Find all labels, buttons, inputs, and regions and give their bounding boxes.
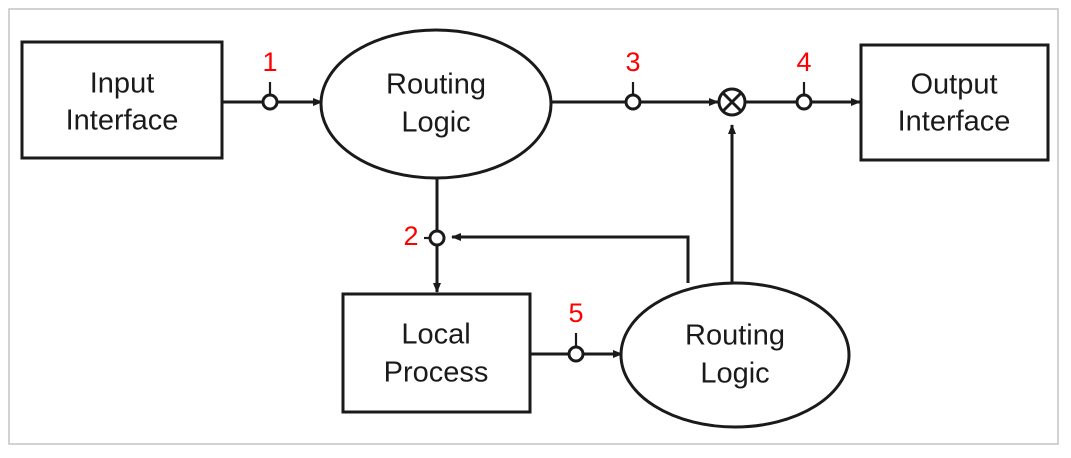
multiply-junction-icon[interactable] xyxy=(717,87,747,117)
node-local-process[interactable]: Local Process xyxy=(341,292,532,414)
routing-logic-top-label-line2: Logic xyxy=(401,107,470,139)
marker-3[interactable]: 3 xyxy=(624,47,642,111)
marker-4-dot xyxy=(795,93,813,111)
routing-logic-top-ellipse xyxy=(319,28,553,180)
input-interface-label-line2: Interface xyxy=(66,105,179,137)
marker-2-dot xyxy=(428,229,446,247)
marker-2-label: 2 xyxy=(403,221,418,251)
input-interface-label-line1: Input xyxy=(90,68,155,100)
node-routing-logic-bottom[interactable]: Routing Logic xyxy=(619,281,851,429)
routing-logic-bottom-label-line1: Routing xyxy=(685,320,785,352)
marker-1[interactable]: 1 xyxy=(261,47,279,111)
marker-4[interactable]: 4 xyxy=(795,47,813,111)
local-process-box xyxy=(341,292,532,414)
routing-logic-top-label-line1: Routing xyxy=(386,69,486,101)
edge-feedback-to-node2 xyxy=(451,233,690,283)
output-interface-label-line2: Interface xyxy=(898,106,1011,138)
marker-2[interactable]: 2 xyxy=(403,221,446,251)
marker-4-label: 4 xyxy=(796,47,811,77)
marker-1-label: 1 xyxy=(262,47,277,77)
marker-5-label: 5 xyxy=(568,298,583,328)
routing-logic-bottom-label-line2: Logic xyxy=(700,358,769,390)
input-interface-box xyxy=(20,40,224,160)
marker-3-dot xyxy=(624,93,642,111)
marker-3-label: 3 xyxy=(625,47,640,77)
node-routing-logic-top[interactable]: Routing Logic xyxy=(319,28,553,180)
local-process-label-line1: Local xyxy=(401,319,470,351)
marker-5[interactable]: 5 xyxy=(567,298,585,363)
node-input-interface[interactable]: Input Interface xyxy=(20,40,224,160)
node-output-interface[interactable]: Output Interface xyxy=(859,43,1050,162)
junction-cross-stroke-b xyxy=(721,91,743,113)
diagram-frame xyxy=(8,8,1059,445)
marker-1-dot xyxy=(261,93,279,111)
output-interface-label-line1: Output xyxy=(910,69,997,101)
marker-5-dot xyxy=(567,345,585,363)
routing-logic-bottom-ellipse xyxy=(619,281,851,429)
output-interface-box xyxy=(859,43,1050,162)
local-process-label-line2: Process xyxy=(384,357,489,389)
